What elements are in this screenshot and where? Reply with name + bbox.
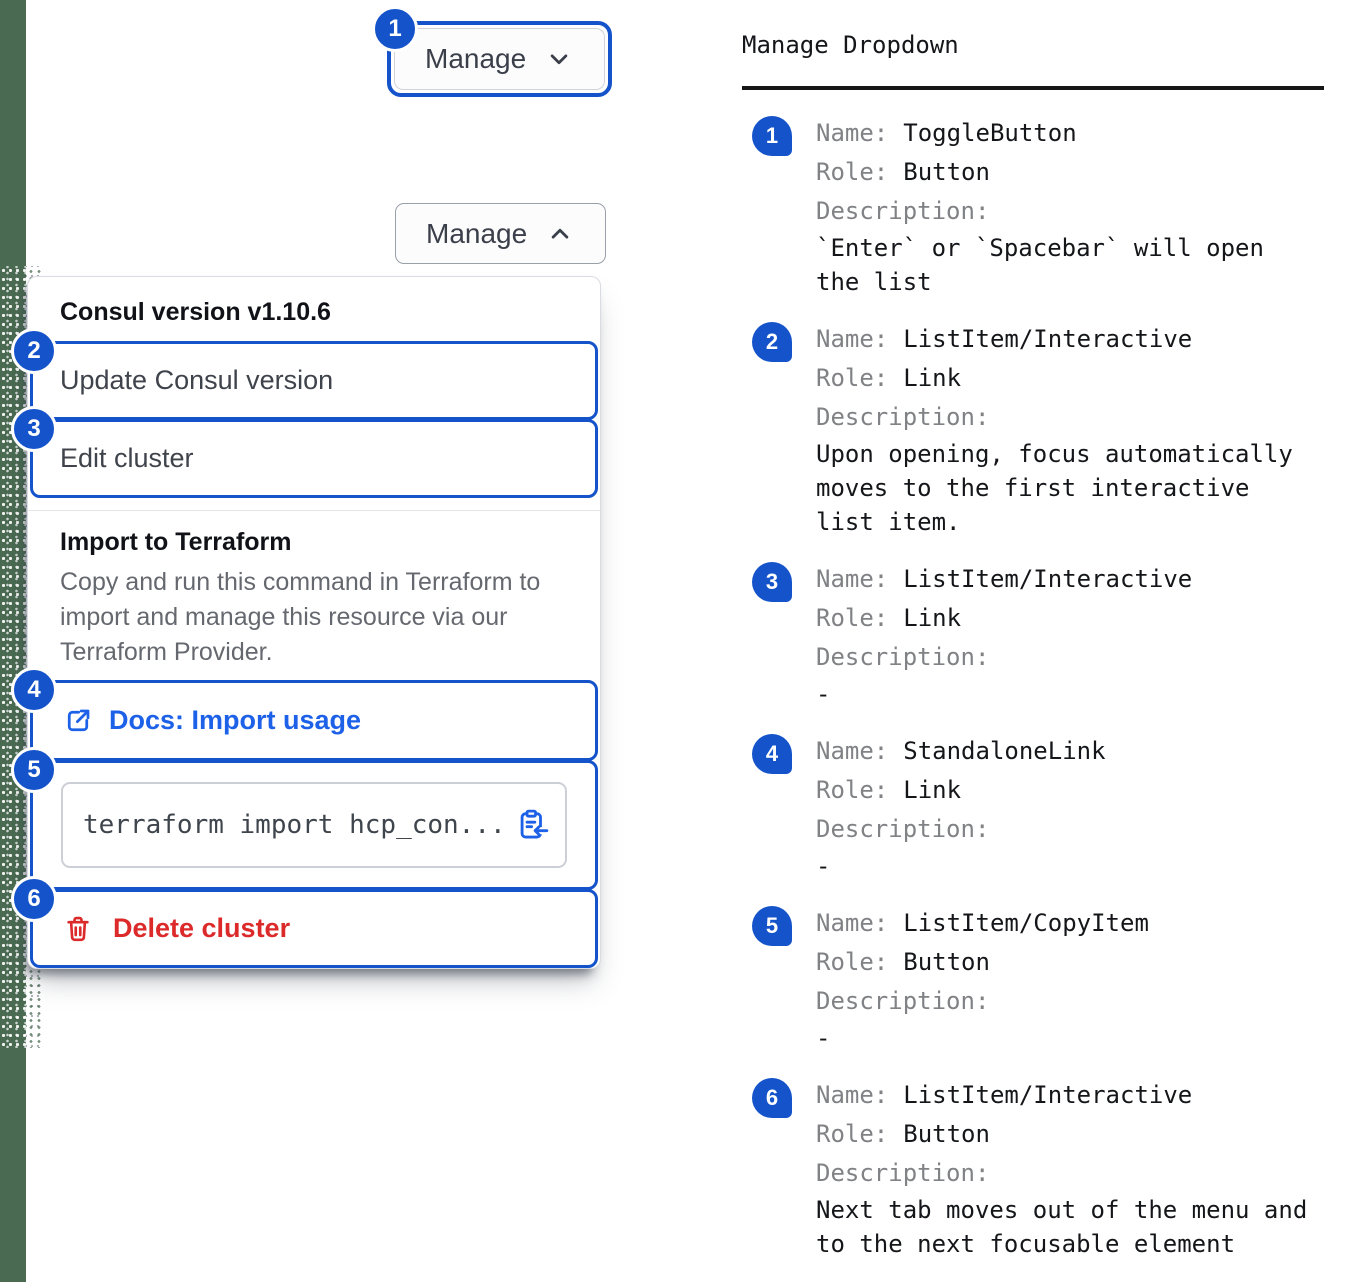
- spec-entry-1: 1 Name: ToggleButton Role: Button Descript…: [752, 114, 1324, 299]
- description-label: Description:: [816, 987, 990, 1015]
- spec-entry-3: 3 Name: ListItem/Interactive Role: Link De…: [752, 560, 1324, 711]
- terraform-command-copy-button[interactable]: terraform import hcp_con...: [61, 782, 567, 868]
- import-terraform-title: Import to Terraform: [60, 528, 292, 556]
- torn-edge-stipple: [0, 266, 26, 1048]
- entry-name: ListItem/Interactive: [903, 565, 1193, 593]
- spec-column: Manage Dropdown 1 Name: ToggleButton Role…: [742, 30, 1324, 1282]
- chevron-up-icon: [545, 219, 575, 249]
- role-label: Role:: [816, 158, 889, 186]
- menu-item-docs-import-usage[interactable]: 4 Docs: Import usage: [11, 667, 598, 761]
- annotation-badge-5: 5: [11, 747, 57, 793]
- name-label: Name:: [816, 565, 889, 593]
- annotation-badge-3: 3: [11, 406, 57, 452]
- spec-badge-4: 4: [752, 734, 792, 774]
- name-label: Name:: [816, 737, 889, 765]
- entry-description: -: [816, 680, 831, 708]
- entry-description: -: [816, 852, 831, 880]
- spec-badge-3: 3: [752, 562, 792, 602]
- entry-role: Button: [903, 948, 990, 976]
- spec-title-underline: [742, 86, 1324, 90]
- clipboard-copy-icon[interactable]: [515, 808, 549, 842]
- entry-name: ListItem/Interactive: [903, 325, 1193, 353]
- spec-title: Manage Dropdown: [742, 31, 959, 59]
- annotation-badge-1: 1: [372, 6, 418, 52]
- spec-badge-1: 1: [752, 116, 792, 156]
- entry-name: StandaloneLink: [903, 737, 1106, 765]
- annotation-badge-6: 6: [11, 876, 57, 922]
- update-consul-version-label: Update Consul version: [60, 365, 334, 395]
- description-label: Description:: [816, 197, 990, 225]
- description-label: Description:: [816, 1159, 990, 1187]
- name-label: Name:: [816, 1081, 889, 1109]
- spec-badge-6: 6: [752, 1078, 792, 1118]
- manage-toggle-focus-ring: Manage: [387, 21, 613, 97]
- spec-badge-2: 2: [752, 322, 792, 362]
- entry-role: Button: [903, 158, 990, 186]
- spec-entry-6: 6 Name:ListItem/Interactive Role:Button …: [752, 1076, 1324, 1261]
- entry-description: -: [816, 1024, 831, 1052]
- manage-toggle-button[interactable]: Manage: [394, 28, 606, 90]
- entry-role: Button: [903, 1120, 990, 1148]
- consul-version-header: Consul version v1.10.6: [60, 298, 331, 326]
- role-label: Role:: [816, 1120, 889, 1148]
- role-label: Role:: [816, 948, 889, 976]
- name-label: Name:: [816, 909, 889, 937]
- menu-item-update-consul-version[interactable]: 2 Update Consul version: [11, 328, 598, 420]
- entry-description: `Enter` or `Spacebar` will open the list: [816, 234, 1264, 296]
- entry-description: Upon opening, focus automatically moves …: [816, 440, 1293, 536]
- entry-description: Next tab moves out of the menu and to th…: [816, 1196, 1308, 1258]
- delete-cluster-label: Delete cluster: [113, 913, 291, 943]
- external-link-icon: [63, 706, 93, 736]
- docs-import-usage-link[interactable]: Docs: Import usage: [109, 705, 362, 735]
- entry-role: Link: [903, 604, 962, 632]
- name-label: Name:: [816, 119, 889, 147]
- spec-entry-4: 4 Name: StandaloneLink Role: Link Descript…: [752, 732, 1324, 883]
- role-label: Role:: [816, 776, 889, 804]
- terraform-command-text: terraform import hcp_con...: [83, 810, 506, 840]
- manage-dropdown-menu: Consul version v1.10.6 2 Update Consul v…: [11, 276, 601, 969]
- menu-separator: [28, 510, 600, 511]
- name-label: Name:: [816, 325, 889, 353]
- manage-toggle-label: Manage: [425, 43, 527, 74]
- spec-entry-5: 5 Name: ListItem/CopyItem Role: Button Des…: [752, 904, 1324, 1055]
- menu-item-copy-command[interactable]: 5 terraform import hcp_con...: [11, 747, 598, 890]
- description-label: Description:: [816, 403, 990, 431]
- entry-name: ListItem/Interactive: [903, 1081, 1193, 1109]
- chevron-down-icon: [544, 44, 574, 74]
- entry-name: ListItem/CopyItem: [903, 909, 1149, 937]
- menu-item-delete-cluster[interactable]: 6 Delete cluster: [11, 876, 598, 968]
- description-label: Description:: [816, 815, 990, 843]
- annotation-badge-2: 2: [11, 328, 57, 374]
- manage-toggle-expanded-label: Manage: [426, 217, 528, 249]
- entry-name: ToggleButton: [903, 119, 1077, 147]
- spec-badge-5: 5: [752, 906, 792, 946]
- entry-role: Link: [903, 776, 962, 804]
- entry-role: Link: [903, 364, 962, 392]
- spec-entries: 1 Name: ToggleButton Role: Button Descript…: [742, 114, 1324, 1261]
- role-label: Role:: [816, 604, 889, 632]
- trash-icon: [63, 914, 93, 944]
- role-label: Role:: [816, 364, 889, 392]
- edit-cluster-label: Edit cluster: [60, 443, 194, 473]
- spec-entry-2: 2 Name: ListItem/Interactive Role: Link De…: [752, 320, 1324, 539]
- annotation-badge-4: 4: [11, 667, 57, 713]
- import-terraform-description: Copy and run this command in Terraform t…: [60, 568, 541, 666]
- description-label: Description:: [816, 643, 990, 671]
- manage-toggle-button-expanded[interactable]: Manage: [395, 203, 607, 264]
- menu-item-edit-cluster[interactable]: 3 Edit cluster: [11, 406, 598, 498]
